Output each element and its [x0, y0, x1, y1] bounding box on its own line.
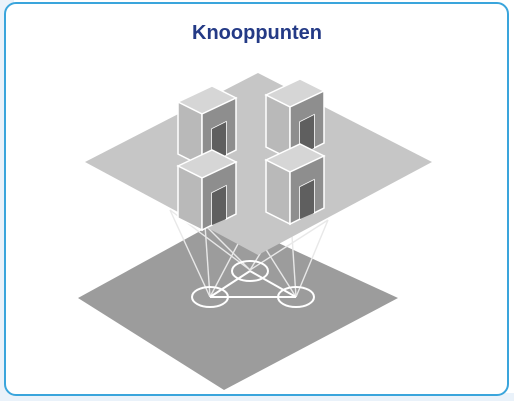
lower-node — [191, 286, 229, 308]
diagram-title: Knooppunten — [192, 22, 322, 44]
upper-plane — [85, 73, 432, 255]
node-block-icon — [265, 143, 325, 225]
background-tint-bottom — [0, 393, 514, 401]
lower-node — [277, 286, 315, 308]
lower-plane — [78, 218, 398, 390]
node-block-icon — [177, 149, 237, 231]
lower-network — [191, 260, 315, 308]
lower-node — [231, 260, 269, 282]
